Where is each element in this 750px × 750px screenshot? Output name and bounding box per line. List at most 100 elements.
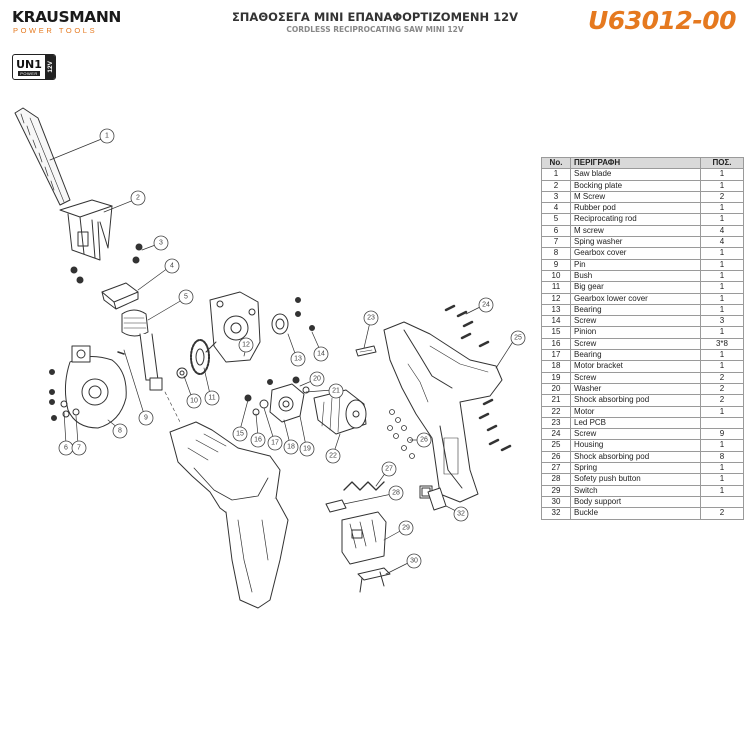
part-number-cell: 5 xyxy=(541,213,571,226)
part-number-cell: 24 xyxy=(541,428,571,441)
led-pcb-part xyxy=(355,345,377,357)
callout-5: 5 xyxy=(178,289,194,305)
part-quantity-cell: 2 xyxy=(700,394,744,407)
part-description-cell: Led PCB xyxy=(570,416,701,430)
part-description-cell: Switch xyxy=(570,484,701,497)
part-number-cell: 23 xyxy=(541,416,571,430)
brand-tagline: POWER TOOLS xyxy=(13,26,98,35)
part-quantity-cell: 1 xyxy=(700,360,744,373)
part-number-cell: 12 xyxy=(541,292,571,305)
svg-text:28: 28 xyxy=(392,490,400,497)
part-quantity-cell: 1 xyxy=(700,281,744,294)
part-quantity-cell: 4 xyxy=(700,236,744,249)
gearbox-lower-cover-part xyxy=(205,291,261,363)
part-description-cell: Washer xyxy=(570,382,701,396)
callout-29: 29 xyxy=(398,520,414,536)
part-number-cell: 7 xyxy=(541,236,571,249)
part-description-cell: Bearing xyxy=(570,303,701,317)
part-description-cell: Shock absorbing pod xyxy=(570,450,701,464)
part-number-cell: 9 xyxy=(541,258,571,271)
page-title: ΣΠΑΘΟΣΕΓΑ MINI ΕΠΑΝΑΦΟΡΤΙΖΟΜΕΝΗ 12V xyxy=(231,10,519,24)
part-quantity-cell: 2 xyxy=(700,190,744,204)
big-gear-part xyxy=(190,339,210,375)
part-quantity-cell: 8 xyxy=(700,450,744,464)
part-description-cell: Gearbox cover xyxy=(570,247,701,260)
part-number-cell: 25 xyxy=(541,439,571,452)
badge-name: UN1 xyxy=(16,57,42,71)
part-description-cell: Screw xyxy=(570,428,701,441)
svg-text:10: 10 xyxy=(190,398,198,405)
svg-text:29: 29 xyxy=(402,525,410,532)
brand-logo: KRAUSMANN POWER TOOLS xyxy=(12,8,121,35)
callout-11: 11 xyxy=(204,390,220,406)
svg-text:8: 8 xyxy=(118,428,122,435)
svg-text:1: 1 xyxy=(105,133,109,140)
column-header-no: No. xyxy=(541,156,571,170)
part-quantity-cell: 1 xyxy=(700,349,744,362)
part-quantity-cell: 9 xyxy=(700,428,744,441)
callout-23: 23 xyxy=(363,310,379,326)
callout-14: 14 xyxy=(313,346,329,362)
page-subtitle: CORDLESS RECIPROCATING SAW MINI 12V xyxy=(286,25,464,34)
part-quantity-cell: 2 xyxy=(700,507,744,520)
svg-text:2: 2 xyxy=(136,195,140,202)
spring-part xyxy=(343,481,385,491)
part-number-cell: 3 xyxy=(541,190,571,204)
part-description-cell: Bearing xyxy=(570,349,701,362)
saw-blade-part xyxy=(14,107,71,206)
screws-14-part xyxy=(295,297,315,331)
part-number-cell: 18 xyxy=(541,360,571,373)
part-quantity-cell: 1 xyxy=(700,213,744,226)
callout-32: 32 xyxy=(453,506,469,522)
part-description-cell: Housing xyxy=(570,439,701,452)
safety-push-button-part xyxy=(325,485,433,513)
svg-text:32: 32 xyxy=(457,511,465,518)
callout-28: 28 xyxy=(388,485,404,501)
callout-27: 27 xyxy=(381,461,397,477)
callout-21: 21 xyxy=(328,383,344,399)
part-number-cell: 17 xyxy=(541,349,571,362)
part-number-cell: 30 xyxy=(541,495,571,509)
reciprocating-rod-part xyxy=(121,309,181,423)
callout-1: 1 xyxy=(99,128,115,144)
part-description-cell: Body support xyxy=(570,495,701,509)
svg-text:14: 14 xyxy=(317,351,325,358)
blocking-plate-part xyxy=(59,199,113,261)
part-quantity-cell: 1 xyxy=(700,269,744,283)
part-number-cell: 1 xyxy=(541,168,571,181)
part-quantity-cell xyxy=(700,495,744,509)
body-support-part xyxy=(357,567,391,593)
badge-small-text: POWER xyxy=(18,70,40,76)
rubber-pod-part xyxy=(101,282,139,310)
svg-text:7: 7 xyxy=(77,445,81,452)
part-number-cell: 10 xyxy=(541,269,571,283)
part-number-cell: 11 xyxy=(541,281,571,294)
svg-text:12: 12 xyxy=(242,342,250,349)
callout-2: 2 xyxy=(130,190,146,206)
part-description-cell: M screw xyxy=(570,224,701,238)
part-description-cell: Shock absorbing pod xyxy=(570,394,701,407)
svg-text:5: 5 xyxy=(184,294,188,301)
callout-22: 22 xyxy=(325,448,341,464)
part-number-cell: 14 xyxy=(541,315,571,328)
part-number-cell: 27 xyxy=(541,462,571,475)
part-number-cell: 15 xyxy=(541,326,571,339)
switch-part xyxy=(341,511,387,565)
part-quantity-cell: 1 xyxy=(700,258,744,271)
brand-name: KRAUSMANN xyxy=(12,8,121,26)
